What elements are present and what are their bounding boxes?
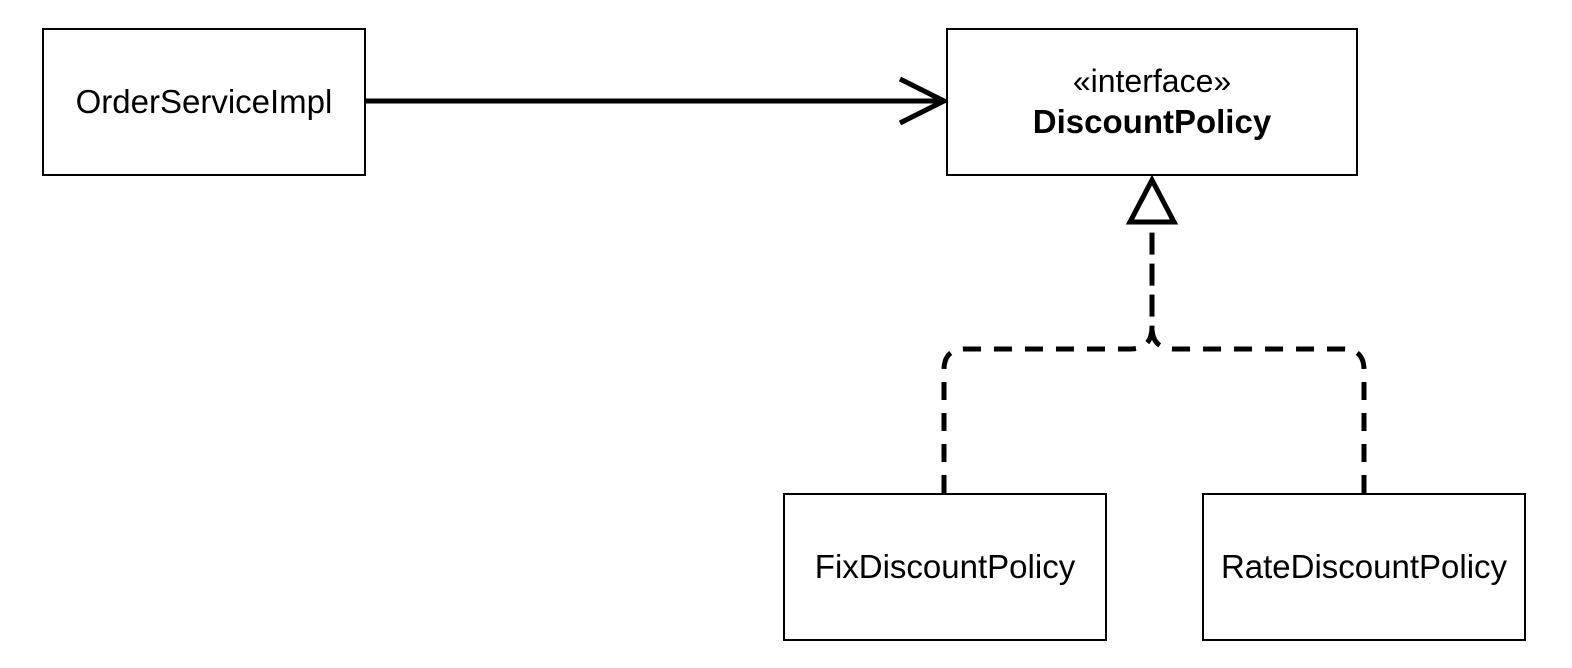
class-name: OrderServiceImpl xyxy=(75,83,333,120)
interface-name: DiscountPolicy xyxy=(1032,103,1272,140)
class-fix-discount-policy[interactable]: FixDiscountPolicy xyxy=(783,493,1107,641)
class-rate-discount-policy[interactable]: RateDiscountPolicy xyxy=(1202,493,1526,641)
realization-line-rate xyxy=(1149,222,1367,493)
open-arrowhead-icon xyxy=(898,76,950,126)
realization-line-fix xyxy=(941,222,1155,493)
interface-discount-policy[interactable]: «interface» DiscountPolicy xyxy=(946,28,1358,176)
hollow-triangle-arrowhead-icon xyxy=(1125,174,1179,225)
class-name: RateDiscountPolicy xyxy=(1220,548,1508,585)
stereotype-label: «interface» xyxy=(1072,63,1232,99)
class-name: FixDiscountPolicy xyxy=(814,548,1076,585)
class-order-service-impl[interactable]: OrderServiceImpl xyxy=(42,28,366,176)
